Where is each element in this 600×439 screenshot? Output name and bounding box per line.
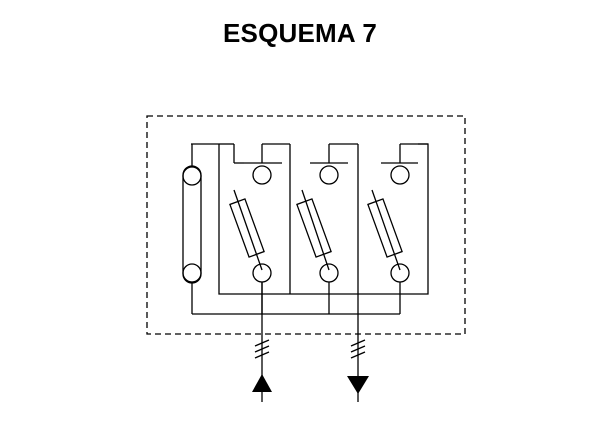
- enclosure-boundary: [146, 115, 466, 335]
- bus-bar: [182, 143, 219, 314]
- switch-unit-1: [229, 143, 291, 294]
- bottom-bus: [192, 282, 401, 315]
- arrow-down-icon: [347, 376, 369, 394]
- page-title: ESQUEMA 7: [223, 18, 377, 48]
- switch-unit-3: [367, 143, 428, 283]
- switch-unit-2: [296, 143, 359, 294]
- cable-entry-2: [347, 294, 369, 402]
- cable-entry-1: [252, 282, 272, 402]
- arrow-up-icon: [252, 374, 272, 392]
- fuse-1: [229, 189, 265, 271]
- fuse-3: [367, 189, 403, 271]
- fuse-2: [296, 189, 332, 271]
